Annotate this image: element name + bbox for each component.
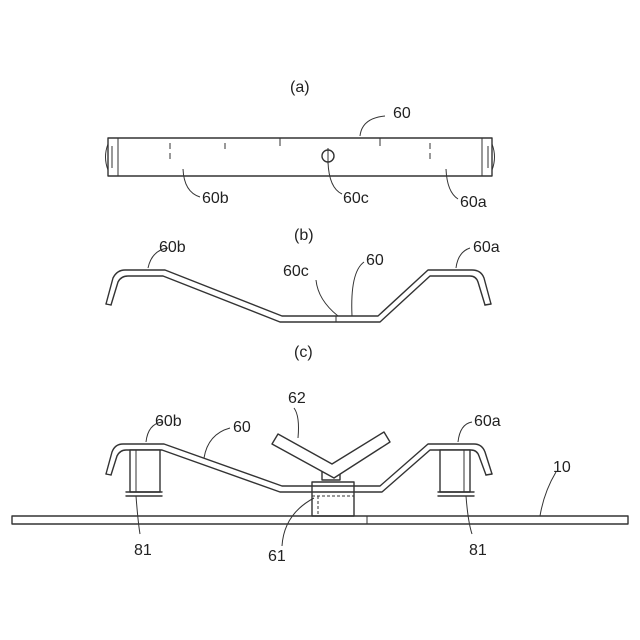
label-a-60a: 60a bbox=[460, 194, 487, 211]
label-a-60b: 60b bbox=[202, 190, 229, 207]
view-b-caption: (b) bbox=[294, 227, 314, 244]
label-c-60: 60 bbox=[233, 419, 251, 436]
view-c-caption: (c) bbox=[294, 344, 313, 361]
label-c-62: 62 bbox=[288, 390, 306, 407]
spacer-right bbox=[438, 450, 474, 496]
spacer-left bbox=[126, 450, 162, 496]
view-b: (b) 60b 60c 60 60a bbox=[106, 227, 500, 322]
view-a-caption: (a) bbox=[290, 79, 310, 96]
view-a: (a) 60 60b 60c 60a bbox=[106, 79, 495, 211]
base-plate bbox=[12, 516, 628, 524]
label-a-60: 60 bbox=[393, 105, 411, 122]
label-b-60a: 60a bbox=[473, 239, 500, 256]
label-c-60a: 60a bbox=[474, 413, 501, 430]
label-c-60b: 60b bbox=[155, 413, 182, 430]
label-b-60: 60 bbox=[366, 252, 384, 269]
view-c: (c) bbox=[12, 344, 628, 565]
label-a-60c: 60c bbox=[343, 190, 369, 207]
label-b-60b: 60b bbox=[159, 239, 186, 256]
label-c-81-left: 81 bbox=[134, 542, 152, 559]
label-b-60c: 60c bbox=[283, 263, 309, 280]
label-c-61: 61 bbox=[268, 548, 286, 565]
label-c-81-right: 81 bbox=[469, 542, 487, 559]
v-holder bbox=[272, 432, 390, 478]
label-c-10: 10 bbox=[553, 459, 571, 476]
bar-top-view bbox=[106, 138, 495, 176]
